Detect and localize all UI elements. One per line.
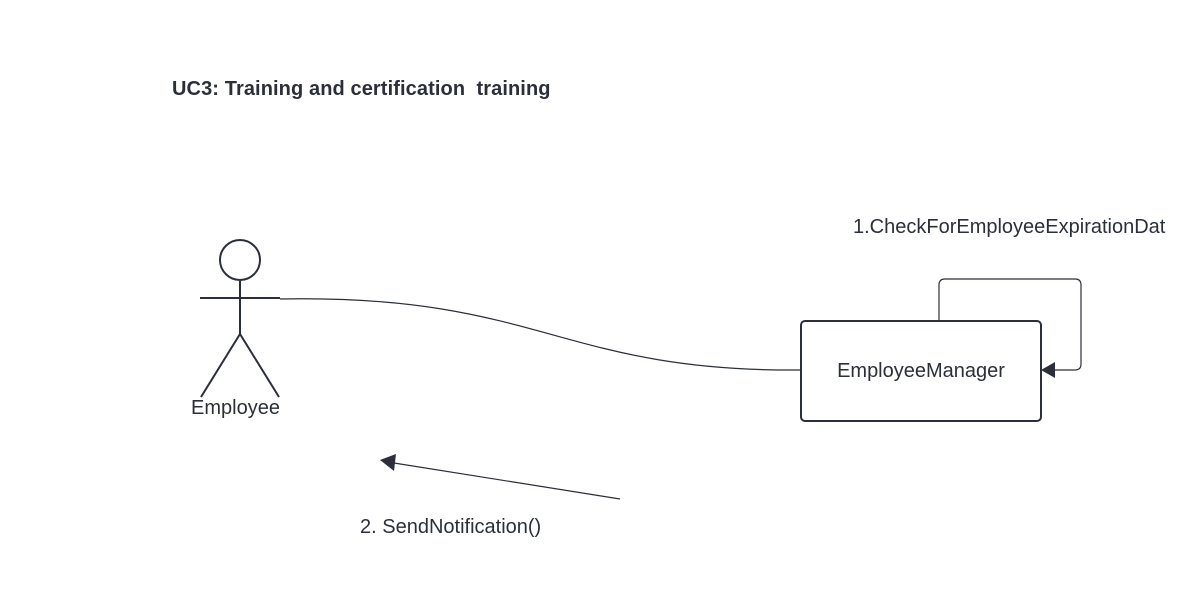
message-2-label: 2. SendNotification() — [360, 516, 542, 538]
employee-manager-object[interactable]: EmployeeManager — [800, 320, 1042, 422]
actor-left-leg — [200, 333, 241, 398]
send-notification-arrow — [393, 462, 621, 500]
self-call-arrowhead-icon — [1041, 362, 1055, 378]
message-1-label: 1.CheckForEmployeeExpirationDat — [853, 216, 1166, 238]
actor-label: Employee — [191, 397, 280, 419]
object-label: EmployeeManager — [837, 359, 1005, 382]
employee-actor-icon — [200, 239, 280, 398]
self-call-connector — [938, 278, 1082, 371]
diagram-title: UC3: Training and certification training — [172, 78, 551, 100]
actor-head — [219, 239, 261, 281]
send-notification-arrowhead-icon — [380, 454, 396, 471]
association-link — [279, 298, 801, 371]
actor-right-leg — [239, 333, 280, 398]
